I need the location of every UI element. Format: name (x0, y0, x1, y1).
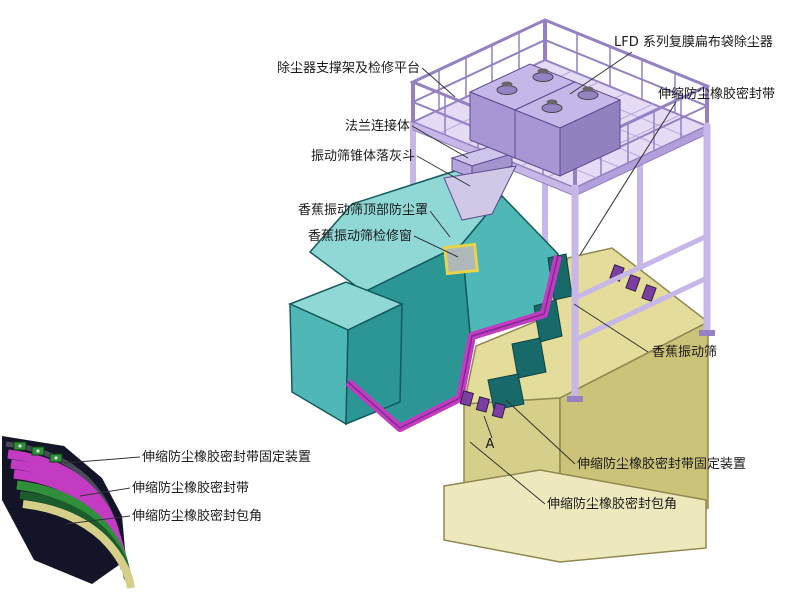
dust-collectors (468, 63, 622, 177)
label-right-fixing: 伸缩防尘橡胶密封带固定装置 (577, 456, 746, 472)
label-marker-a: A (486, 437, 495, 452)
label-inset-fixing: 伸缩防尘橡胶密封带固定装置 (142, 449, 311, 465)
dust-collector-right (513, 81, 622, 177)
label-bottom-corner: 伸缩防尘橡胶密封包角 (547, 496, 677, 512)
frame-legs (567, 122, 715, 402)
label-flange: 法兰连接体 (345, 118, 410, 134)
label-support-platform: 除尘器支撑架及检修平台 (277, 61, 420, 76)
seal-fixing-clips (459, 264, 657, 419)
leader-lines (63, 51, 677, 525)
label-seal-band-top: 伸缩防尘橡胶密封带 (658, 86, 775, 102)
label-banana-screen: 香蕉振动筛 (652, 345, 717, 360)
seal-fixing-bolts (13, 441, 63, 463)
base-foundation (443, 469, 707, 563)
label-inspection-window: 香蕉振动筛检修窗 (308, 228, 412, 244)
label-cone-hopper: 振动筛锥体落灰斗 (311, 149, 415, 164)
label-lfd-collector: LFD 系列复膜扁布袋除尘器 (614, 35, 773, 50)
seal-detail-inset (2, 436, 135, 589)
label-inset-corner: 伸缩防尘橡胶密封包角 (132, 508, 262, 524)
label-inset-band: 伸缩防尘橡胶密封带 (132, 480, 249, 496)
cone-ash-hopper (443, 165, 517, 221)
label-top-cover: 香蕉振动筛顶部防尘罩 (298, 202, 428, 218)
inspection-window (443, 242, 479, 276)
diagram-labels: 除尘器支撑架及检修平台 LFD 系列复膜扁布袋除尘器 伸缩防尘橡胶密封带 法兰连… (132, 35, 775, 524)
seal-band (345, 255, 562, 432)
